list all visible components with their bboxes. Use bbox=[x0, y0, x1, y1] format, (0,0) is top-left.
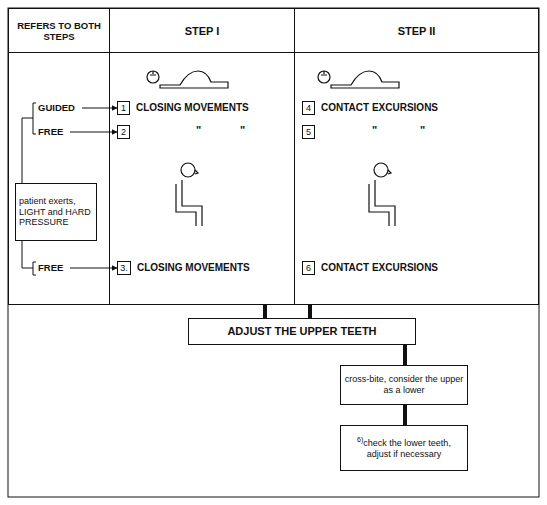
step-number-box: 6 bbox=[302, 261, 315, 275]
thick-connector bbox=[403, 405, 407, 425]
box-text: patient exerts, LIGHT and HARD PRESSURE bbox=[19, 196, 91, 228]
bracket-label: GUIDED bbox=[38, 102, 75, 113]
text-wrap: 2 bbox=[121, 127, 126, 138]
step-label: CLOSING MOVEMENTS bbox=[136, 102, 249, 113]
column-header: REFERS TO BOTH STEPS bbox=[9, 9, 109, 53]
step-number-box: 5 bbox=[302, 125, 315, 139]
text-wrap: 5 bbox=[306, 127, 311, 138]
box-text: 6) bbox=[357, 436, 363, 443]
step-number-box: 3. bbox=[117, 261, 131, 275]
text-wrap: 6)check the lower teeth, adjust if neces… bbox=[344, 436, 464, 460]
column-panel: STEP II 4 5 6 bbox=[295, 8, 539, 305]
column-panel: STEP I 1 2 3. bbox=[110, 8, 295, 305]
step-number-box: 4 bbox=[302, 101, 315, 115]
header-text: STEP II bbox=[398, 25, 436, 37]
note-box: cross-bite, consider the upper as a lowe… bbox=[340, 365, 468, 405]
ditto-mark: " bbox=[196, 124, 201, 136]
text-wrap: 6 bbox=[306, 263, 311, 274]
column-panel: REFERS TO BOTH STEPS patient exerts, LIGH… bbox=[8, 8, 110, 305]
header-text: STEP I bbox=[185, 25, 220, 37]
box-text: 2 bbox=[121, 127, 126, 137]
ditto-mark: " bbox=[372, 124, 377, 136]
column-header: STEP II bbox=[295, 9, 538, 53]
process-box: ADJUST THE UPPER TEETH bbox=[188, 318, 416, 345]
step-label: CONTACT EXCURSIONS bbox=[321, 262, 438, 273]
note-box: patient exerts, LIGHT and HARD PRESSURE bbox=[15, 183, 97, 241]
note-box: 6)check the lower teeth, adjust if neces… bbox=[340, 425, 468, 471]
bracket-label: FREE bbox=[38, 126, 63, 137]
thick-connector bbox=[263, 305, 267, 318]
step-label: CLOSING MOVEMENTS bbox=[137, 262, 250, 273]
box-text: 1 bbox=[121, 103, 126, 113]
text-wrap: 4 bbox=[306, 103, 311, 114]
step-label: CONTACT EXCURSIONS bbox=[321, 102, 438, 113]
ditto-mark: " bbox=[420, 124, 425, 136]
box-text: 3. bbox=[120, 263, 128, 273]
box-text: 4 bbox=[306, 103, 311, 113]
header-text: REFERS TO BOTH STEPS bbox=[13, 20, 105, 42]
thick-connector bbox=[308, 305, 312, 318]
column-header: STEP I bbox=[110, 9, 294, 53]
box-text: check the lower teeth, adjust if necessa… bbox=[363, 438, 451, 459]
bracket-lines bbox=[22, 103, 36, 275]
lying-patient-icon bbox=[318, 71, 399, 88]
bracket-label: FREE bbox=[38, 262, 63, 273]
sitting-patient-icon bbox=[176, 163, 202, 226]
text-wrap: patient exerts, LIGHT and HARD PRESSURE bbox=[19, 196, 93, 228]
box-text: 6 bbox=[306, 263, 311, 273]
text-wrap: 1 bbox=[121, 103, 126, 114]
box-text: cross-bite, consider the upper as a lowe… bbox=[345, 374, 464, 395]
text-wrap: ADJUST THE UPPER TEETH bbox=[227, 325, 376, 338]
step-number-box: 1 bbox=[117, 101, 130, 115]
outer-frame bbox=[8, 8, 539, 497]
box-text: 5 bbox=[306, 127, 311, 137]
step-number-box: 2 bbox=[117, 125, 130, 139]
thick-connector bbox=[403, 345, 407, 365]
lying-patient-icon bbox=[147, 71, 228, 88]
sitting-patient-icon bbox=[369, 163, 395, 226]
box-text: ADJUST THE UPPER TEETH bbox=[227, 325, 376, 337]
ditto-mark: " bbox=[240, 124, 245, 136]
text-wrap: 3. bbox=[120, 263, 128, 274]
text-wrap: cross-bite, consider the upper as a lowe… bbox=[344, 374, 464, 396]
